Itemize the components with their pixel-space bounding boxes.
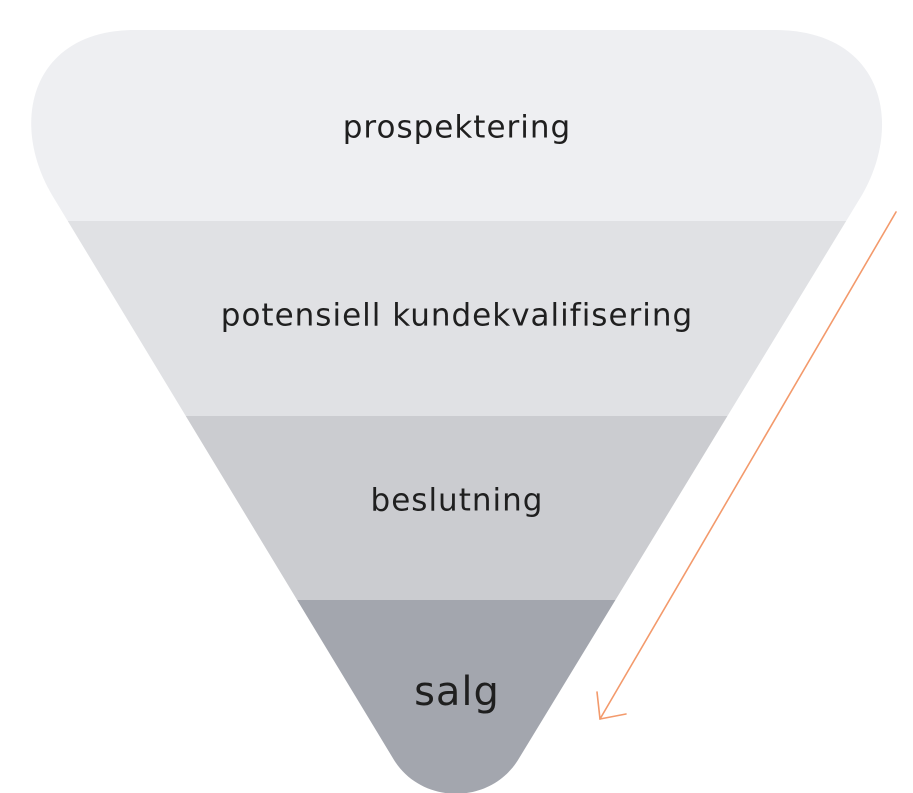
stage-label-kvalifisering: potensiell kundekvalifisering — [221, 298, 693, 334]
stage-label-prospektering: prospektering — [343, 110, 571, 146]
funnel-band-prospektering — [31, 30, 883, 221]
stage-label-salg: salg — [414, 669, 500, 715]
flow-arrow-shaft — [599, 211, 897, 720]
flow-arrow-icon — [596, 211, 897, 720]
flow-arrow-head — [596, 691, 627, 720]
funnel-band-kvalifisering — [31, 221, 883, 416]
stage-label-beslutning: beslutning — [371, 483, 544, 519]
